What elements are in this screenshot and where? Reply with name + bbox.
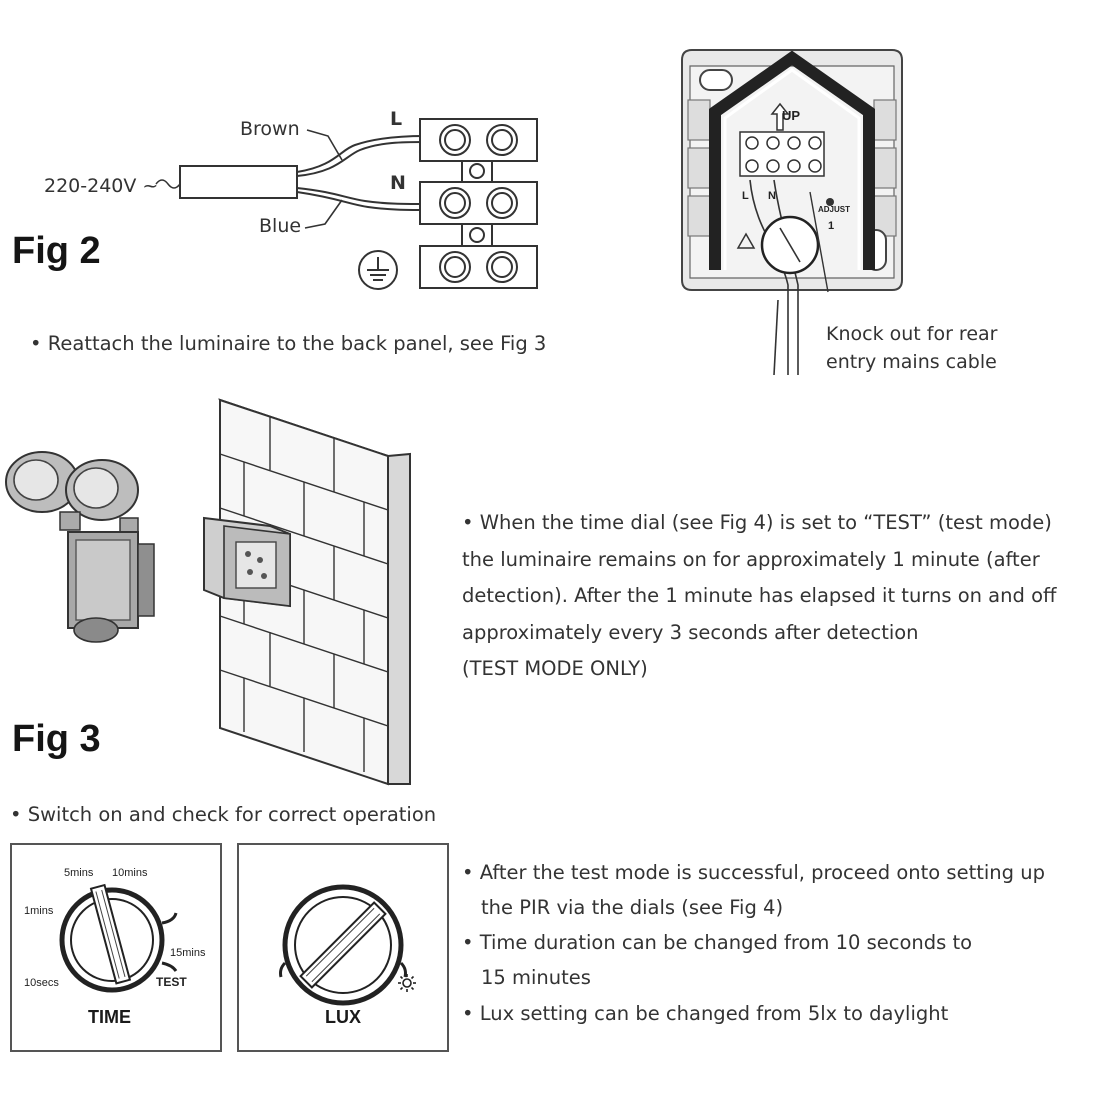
adjust-dial-mark: 1 (828, 220, 835, 232)
time-dial (59, 883, 178, 993)
settings-bullet: • Time duration can be changed from 10 s… (462, 931, 973, 954)
settings-bullet: • After the test mode is successful, pro… (462, 861, 1045, 884)
time-dial-panel: 5mins 10mins 1mins 15mins 10secs TEST TI… (10, 843, 222, 1052)
test-mode-line: • When the time dial (see Fig 4) is set … (462, 511, 1052, 534)
time-label-10mins: 10mins (112, 867, 148, 879)
test-mode-line: (TEST MODE ONLY) (462, 657, 648, 680)
test-mode-line: detection). After the 1 minute has elaps… (462, 584, 1057, 607)
test-mode-line: approximately every 3 seconds after dete… (462, 620, 919, 644)
voltage-label: 220-240V ~ (44, 175, 159, 197)
up-label: UP (782, 108, 801, 123)
brick-wall-illustration (203, 398, 411, 786)
fig3-label: Fig 3 (12, 718, 101, 760)
settings-bullet: • Lux setting can be changed from 5lx to… (462, 1002, 949, 1025)
moon-icon (271, 975, 279, 991)
lux-dial (279, 884, 407, 1006)
knockout-label-line1: Knock out for rear (826, 323, 998, 345)
reattach-instruction: • Reattach the luminaire to the back pan… (30, 332, 547, 355)
test-mode-line: the luminaire remains on for approximate… (462, 547, 1040, 571)
adjust-label: ADJUST (818, 205, 851, 214)
settings-bullet: the PIR via the dials (see Fig 4) (481, 896, 784, 919)
backpanel-live-label: L (742, 190, 749, 202)
earth-ground-icon (358, 250, 398, 290)
sun-icon (398, 974, 416, 992)
time-label-10secs: 10secs (24, 977, 59, 989)
luminaire-illustration (5, 451, 155, 643)
live-terminal-label: L (390, 108, 403, 130)
backpanel-neutral-label: N (768, 190, 776, 202)
knockout-label-line2: entry mains cable (826, 351, 997, 373)
fig2-wiring-diagram (155, 118, 538, 289)
neutral-terminal-label: N (390, 172, 406, 194)
time-dial-title: TIME (88, 1007, 131, 1027)
settings-bullet: 15 minutes (481, 966, 591, 989)
blue-wire-label: Blue (259, 215, 302, 237)
time-label-test: TEST (156, 975, 187, 989)
time-label-15mins: 15mins (170, 947, 206, 959)
fig2-label: Fig 2 (12, 230, 101, 272)
back-panel-diagram (681, 49, 903, 376)
lux-dial-panel: LUX (237, 843, 449, 1052)
lux-dial-title: LUX (325, 1007, 361, 1027)
test-mode-paragraph: • When the time dial (see Fig 4) is set … (462, 505, 1056, 688)
brown-wire-label: Brown (240, 118, 300, 140)
time-label-1mins: 1mins (24, 905, 54, 917)
switch-on-instruction: • Switch on and check for correct operat… (10, 803, 437, 826)
time-label-5mins: 5mins (64, 867, 94, 879)
